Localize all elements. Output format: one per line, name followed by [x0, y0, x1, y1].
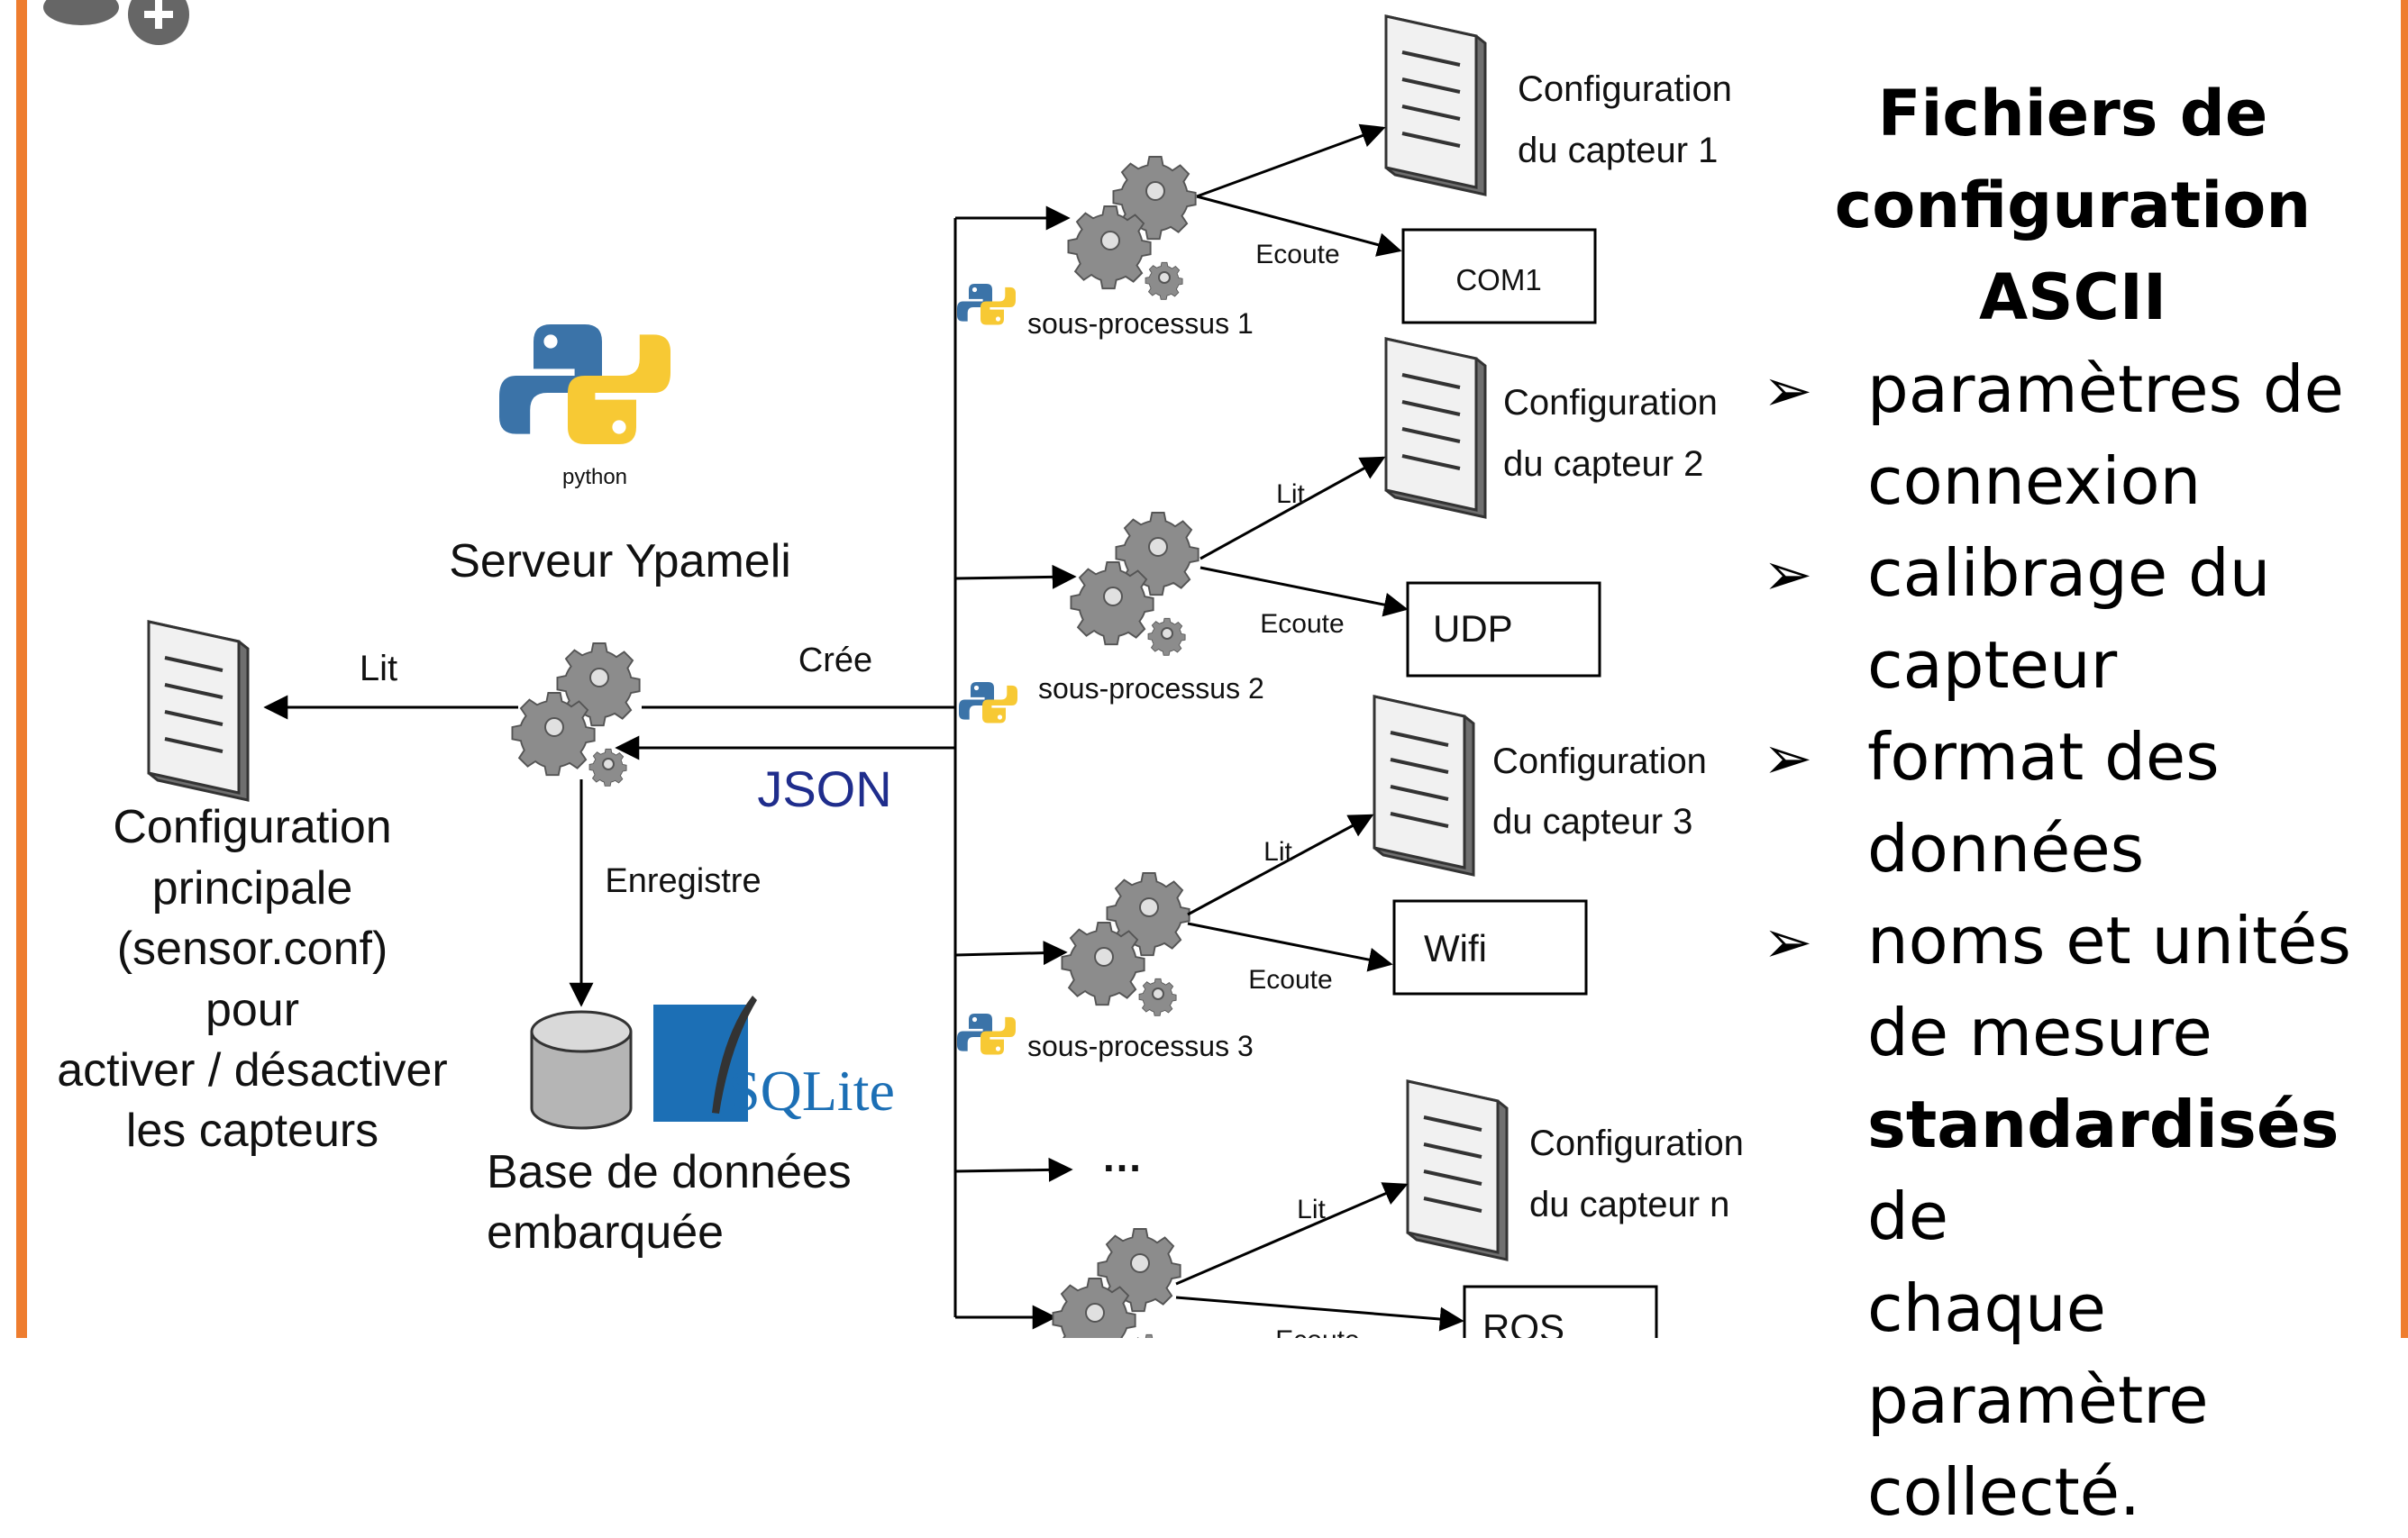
- svg-text:du capteur 3: du capteur 3: [1492, 802, 1692, 842]
- edge-label-lit-main: Lit: [360, 649, 397, 688]
- svg-text:principale: principale: [152, 862, 353, 915]
- svg-text:Ecoute: Ecoute: [1275, 1325, 1359, 1338]
- svg-text:Ecoute: Ecoute: [1248, 965, 1332, 995]
- port-label: Wifi: [1424, 927, 1487, 969]
- subprocess-label: sous-processus 3: [1027, 1030, 1254, 1062]
- main-config-label: Configuration principale (sensor.conf) p…: [57, 801, 448, 1157]
- sensor-config-document-icon: [1384, 14, 1487, 196]
- subprocess-gears-icon: [1071, 513, 1198, 655]
- svg-text:pour: pour: [205, 984, 299, 1036]
- left-frame-bar: [16, 0, 27, 1338]
- arrow-to-ellipsis: [954, 1157, 1073, 1182]
- arrow-bullet-icon: ➢: [1763, 723, 1813, 793]
- subprocess-label: sous-processus 1: [1027, 307, 1254, 340]
- sqlite-logo-icon: SQLite: [653, 996, 895, 1123]
- ellipsis-more-processes: …: [1101, 1133, 1143, 1180]
- svg-text:Base de données: Base de données: [487, 1146, 852, 1198]
- arrow-bullet-icon: ➢: [1763, 356, 1813, 425]
- svg-text:embarquée: embarquée: [487, 1206, 724, 1259]
- svg-text:Ecoute: Ecoute: [1260, 609, 1344, 639]
- port-box: [1463, 1285, 1658, 1338]
- subprocess-3: sous-processus 3 Configuration du capteu…: [957, 695, 1707, 1062]
- svg-text:activer / désactiver: activer / désactiver: [57, 1044, 448, 1097]
- python-small-icon: [957, 284, 1016, 325]
- sensor-config-document-icon: [1373, 695, 1475, 877]
- server-gears-icon: [512, 643, 639, 786]
- svg-text:Configuration: Configuration: [1518, 69, 1732, 109]
- svg-text:du capteur n: du capteur n: [1529, 1185, 1729, 1224]
- subprocess-n: Configuration du capteur n Lit Ecoute RO…: [1053, 1079, 1744, 1338]
- right-frame-bar: [2401, 0, 2408, 1338]
- edge-label-enregistre: Enregistre: [605, 862, 761, 900]
- svg-text:Lit: Lit: [1263, 837, 1292, 867]
- side-panel-title: Fichiers de configuration ASCII: [1834, 77, 2312, 334]
- svg-text:du capteur 1: du capteur 1: [1518, 131, 1718, 170]
- svg-text:Ecoute: Ecoute: [1255, 240, 1339, 269]
- port-box: [1401, 228, 1597, 324]
- database-label: Base de données embarquée: [487, 1146, 852, 1259]
- port-label: UDP: [1433, 607, 1513, 650]
- svg-text:Configuration: Configuration: [1503, 383, 1718, 423]
- python-logo-icon: [499, 324, 670, 444]
- svg-text:(sensor.conf): (sensor.conf): [117, 923, 388, 975]
- sqlite-logo-text: SQLite: [728, 1059, 895, 1123]
- subprocess-gears-icon: [1053, 1229, 1180, 1338]
- subprocess-2: sous-processus 2 Configuration du capteu…: [959, 337, 1718, 723]
- svg-text:Configuration: Configuration: [113, 801, 391, 853]
- subprocess-label: sous-processus 2: [1038, 672, 1264, 705]
- svg-text:Configuration: Configuration: [1529, 1124, 1744, 1163]
- svg-text:Configuration: Configuration: [1492, 742, 1707, 781]
- database-cylinder-icon: [530, 1010, 633, 1130]
- database-add-icon: [43, 0, 189, 45]
- subprocess-1: sous-processus 1 Configuration du capteu…: [957, 14, 1732, 340]
- subprocess-gears-icon: [1062, 873, 1189, 1015]
- svg-text:Lit: Lit: [1276, 479, 1305, 509]
- server-title: Serveur Ypameli: [449, 535, 791, 587]
- subprocess-gears-icon: [1068, 157, 1195, 299]
- arrow-bullet-icon: ➢: [1763, 540, 1813, 609]
- python-small-icon: [959, 682, 1017, 723]
- port-label: ROS: [1482, 1306, 1564, 1338]
- svg-text:Lit: Lit: [1297, 1195, 1326, 1224]
- sensor-config-document-icon: [1384, 337, 1487, 519]
- list-continuation: standardisés de chaque paramètre collect…: [1867, 1087, 2340, 1530]
- python-logo-text: python: [562, 465, 627, 489]
- bold-word: standardisés: [1867, 1087, 2340, 1162]
- port-label: COM1: [1455, 263, 1541, 296]
- arrow-bullet-icon: ➢: [1763, 907, 1813, 977]
- sensor-config-document-icon: [1406, 1079, 1509, 1261]
- side-panel: Fichiers de configuration ASCII ➢ paramè…: [1757, 68, 2388, 1538]
- python-small-icon: [957, 1014, 1016, 1055]
- edge-label-json: JSON: [757, 760, 891, 817]
- main-config-document-icon: [147, 620, 250, 802]
- architecture-diagram: python Serveur Ypameli Configuration pri…: [43, 0, 1744, 1338]
- port-box: [1406, 581, 1601, 678]
- svg-text:du capteur 2: du capteur 2: [1503, 444, 1703, 484]
- edge-label-cree: Crée: [798, 642, 872, 679]
- svg-text:les capteurs: les capteurs: [126, 1105, 379, 1157]
- port-box: [1392, 899, 1588, 996]
